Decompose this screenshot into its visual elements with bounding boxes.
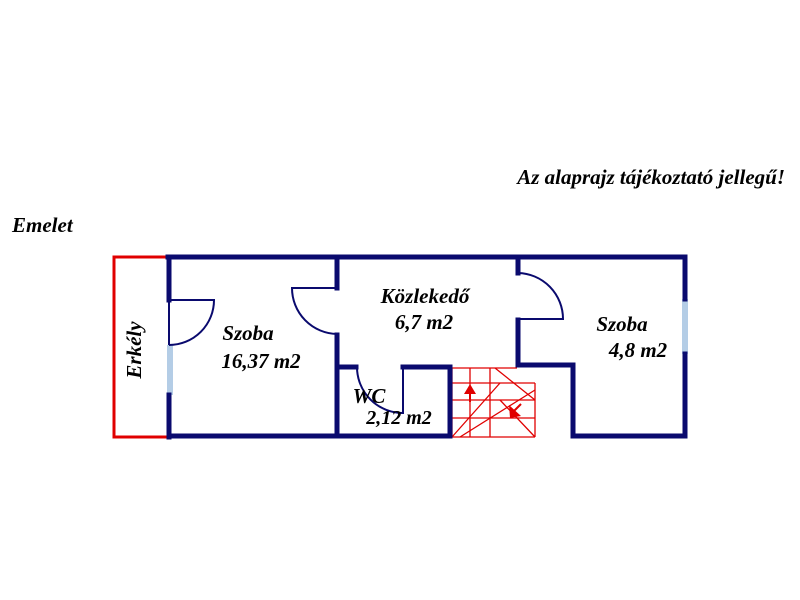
disclaimer-text: Az alaprajz tájékoztató jellegű!	[515, 165, 785, 189]
window-right	[682, 299, 688, 354]
room-label-corridor: Közlekedő	[380, 284, 471, 308]
room-label-room-1: Szoba	[222, 321, 273, 345]
walls	[165, 254, 688, 440]
balcony-outline	[112, 255, 167, 439]
staircase	[451, 367, 536, 438]
window-left	[167, 345, 173, 395]
room-area-wc: 2,12 m2	[365, 407, 432, 429]
stairs-down-arrow-icon	[509, 403, 522, 418]
room-area-room-1: 16,37 m2	[221, 349, 301, 373]
doors	[168, 272, 565, 415]
stairs-up-arrow-icon	[464, 384, 476, 402]
room-area-room-2: 4,8 m2	[608, 338, 668, 362]
room-label-balcony: Erkély	[122, 321, 146, 380]
room-area-corridor: 6,7 m2	[395, 310, 454, 334]
room-label-room-2: Szoba	[596, 312, 647, 336]
floor-label: Emelet	[11, 213, 74, 237]
room-label-wc: WC	[353, 384, 387, 408]
